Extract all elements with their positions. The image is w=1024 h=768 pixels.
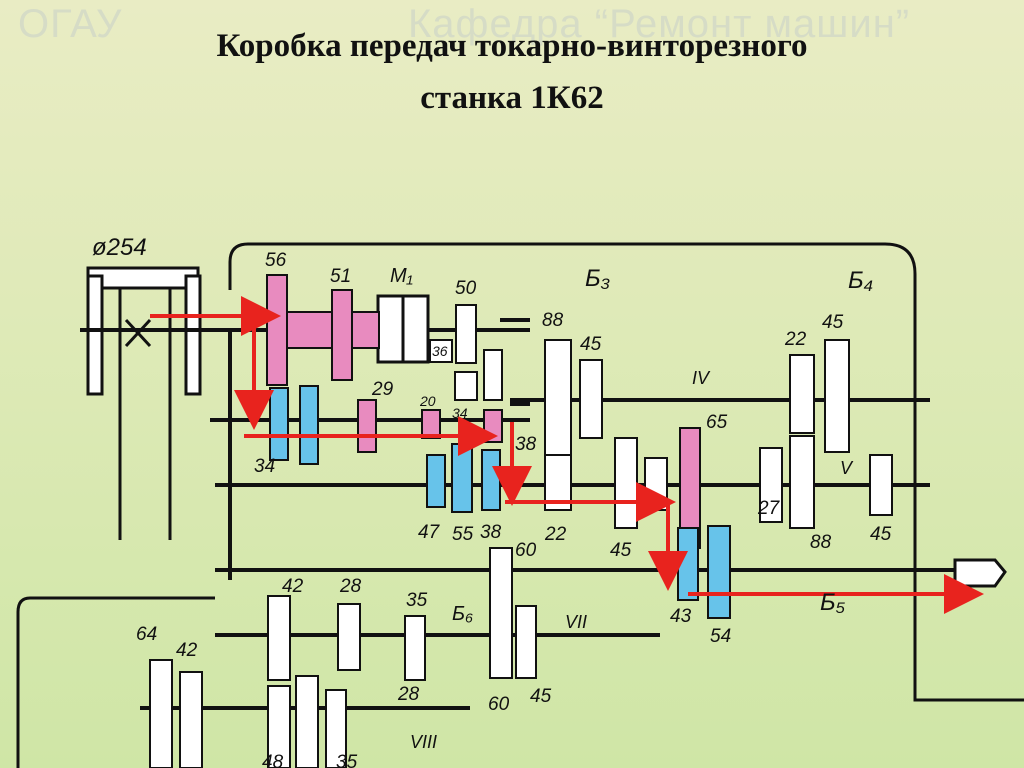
label-gear: 45 [530, 686, 552, 707]
label-gear: 60 [488, 694, 510, 715]
gear-55 [451, 443, 473, 513]
gear-vii-b [295, 675, 319, 768]
gear-56 [266, 274, 288, 386]
gear-22-iii [789, 354, 815, 434]
watermark-right: Кафедра “Ремонт машин” [408, 2, 911, 46]
label-gear: 45 [580, 334, 602, 355]
label-gear: 42 [176, 640, 198, 661]
gear-38 [481, 449, 501, 511]
label-gear: 38 [480, 522, 502, 543]
label-shaft-v: V [840, 458, 854, 478]
gear-42 [267, 595, 291, 681]
label-gear: 45 [870, 524, 892, 545]
label-gear: 50 [455, 278, 477, 299]
label-shaft-iv: IV [692, 368, 711, 388]
label-gear: 28 [397, 684, 420, 705]
gear-35-vii [325, 689, 347, 768]
label-gear: 48 [262, 752, 284, 768]
label-gear: 45 [822, 312, 844, 333]
label-b5: Б₅ [820, 589, 846, 616]
label-gear: 65 [706, 412, 728, 433]
gear-54 [707, 525, 731, 619]
label-gear: 56 [265, 250, 287, 271]
label-shaft-vii: VII [565, 612, 587, 632]
label-gear: 27 [757, 498, 781, 519]
label-b6: Б₆ [452, 603, 473, 625]
gear-50 [455, 304, 477, 364]
gear-29 [454, 371, 478, 401]
gear-ii-c [483, 349, 503, 401]
label-gear: 51 [330, 266, 351, 287]
label-gear: 60 [515, 540, 537, 561]
label-gear: 64 [136, 624, 157, 645]
gear-ii-b [299, 385, 319, 465]
gear-20 [421, 409, 441, 439]
watermark: ОГАУ Кафедра “Ремонт машин” [0, 2, 1024, 48]
label-gear: 29 [371, 379, 394, 400]
label-gear: 47 [418, 522, 441, 543]
gear-45-vi [515, 605, 537, 679]
gear-28 [337, 603, 361, 671]
gear-47 [426, 454, 446, 508]
label-gear: 22 [784, 329, 807, 350]
label-gear: 88 [810, 532, 832, 553]
page-title: Коробка передач токарно-винторезного ста… [0, 20, 1024, 124]
gear-22-sliding [357, 399, 377, 453]
gear-51 [331, 289, 353, 381]
label-gear: 34 [254, 456, 275, 477]
label-diameter: ø254 [92, 234, 147, 261]
pulley [86, 266, 202, 540]
gear-45-iii [579, 359, 603, 439]
gear-88 [544, 339, 572, 461]
gear-42-vii [179, 671, 203, 768]
label-gear: 36 [432, 343, 448, 359]
clutch-m1 [376, 294, 430, 364]
white-gears [149, 304, 893, 768]
housing-outline [16, 242, 1024, 768]
gear-64 [149, 659, 173, 768]
gear-27 [759, 447, 783, 523]
label-gear: 28 [339, 576, 362, 597]
watermark-left: ОГАУ [18, 2, 123, 46]
label-clutch: М₁ [390, 265, 413, 287]
label-gear: 34 [452, 405, 468, 421]
title-line-2: станка 1К62 [420, 80, 604, 116]
label-gear: 20 [419, 393, 436, 409]
label-gear: 42 [282, 576, 304, 597]
gear-45-v [869, 454, 893, 516]
label-gear: 22 [544, 524, 567, 545]
title-line-1: Коробка передач токарно-винторезного [216, 28, 808, 64]
spindle-nose [953, 558, 1007, 588]
gear-45-iii-b [824, 339, 850, 453]
label-b4: Б₄ [848, 267, 873, 294]
gear-60 [489, 547, 513, 679]
power-flow-arrows [150, 296, 984, 614]
label-gear: 55 [452, 524, 474, 545]
gear-34 [483, 409, 503, 443]
gear-48 [267, 685, 291, 768]
label-shaft-viii: VIII [410, 732, 437, 752]
label-b3: Б₃ [585, 265, 610, 292]
gear-88-iv [789, 435, 815, 529]
label-gear: 43 [670, 606, 692, 627]
gear-34-ii [269, 387, 289, 461]
label-gear: 54 [710, 626, 731, 647]
label-gear: 38 [515, 434, 537, 455]
gear-45-iv [614, 437, 638, 529]
gear-36 [429, 339, 453, 363]
pink-gears [266, 274, 701, 549]
gear-35 [404, 615, 426, 681]
diagram-labels: ø254 М₁ Б₃ Б₄ Б₅ Б₆ IV V VII VIII 56 51 … [92, 234, 892, 768]
gear-43 [677, 527, 699, 601]
label-gear: 35 [406, 590, 428, 611]
label-gear: 88 [542, 310, 564, 331]
label-gear: 45 [610, 540, 632, 561]
label-gear: 35 [336, 752, 358, 768]
